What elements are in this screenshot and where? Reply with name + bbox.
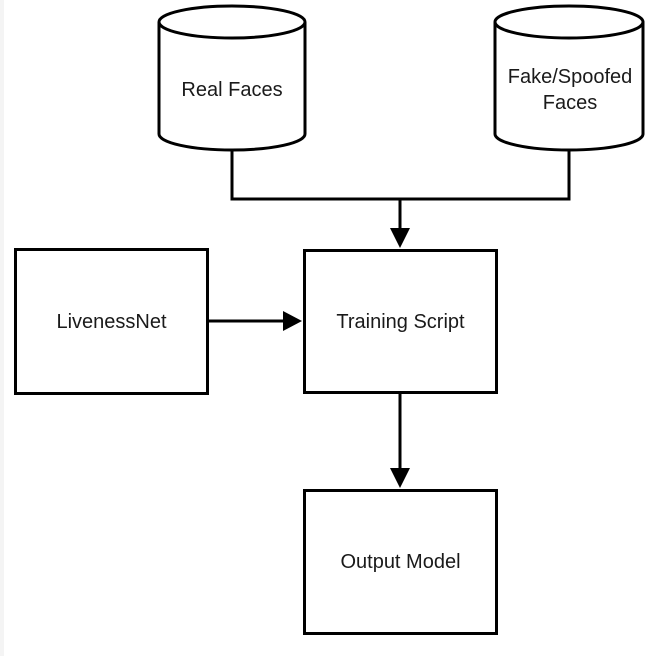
node-fake-spoofed-faces-label: Fake/Spoofed Faces bbox=[507, 66, 633, 114]
node-livenessnet-label: LivenessNet bbox=[56, 310, 167, 333]
node-fake-spoofed-faces: Fake/Spoofed Faces bbox=[497, 45, 643, 135]
node-output-model: Output Model bbox=[303, 489, 498, 635]
cylinder-real-faces-body bbox=[157, 22, 307, 152]
connector-merge-line bbox=[230, 150, 571, 201]
node-output-model-label: Output Model bbox=[340, 551, 461, 573]
node-training-script-label: Training Script bbox=[336, 310, 465, 333]
node-real-faces: Real Faces bbox=[159, 45, 305, 135]
node-real-faces-label: Real Faces bbox=[181, 79, 283, 101]
arrowhead-into-training-top bbox=[390, 228, 410, 248]
cylinder-real-faces-top bbox=[157, 4, 307, 40]
cylinder-fake-faces-body bbox=[493, 22, 645, 152]
page-left-edge-shade bbox=[0, 0, 4, 656]
arrowhead-into-output bbox=[390, 468, 410, 488]
arrowhead-into-training-left bbox=[283, 311, 302, 331]
node-training-script: Training Script bbox=[303, 249, 498, 394]
node-livenessnet: LivenessNet bbox=[14, 248, 209, 395]
cylinder-fake-faces-top bbox=[493, 4, 645, 40]
